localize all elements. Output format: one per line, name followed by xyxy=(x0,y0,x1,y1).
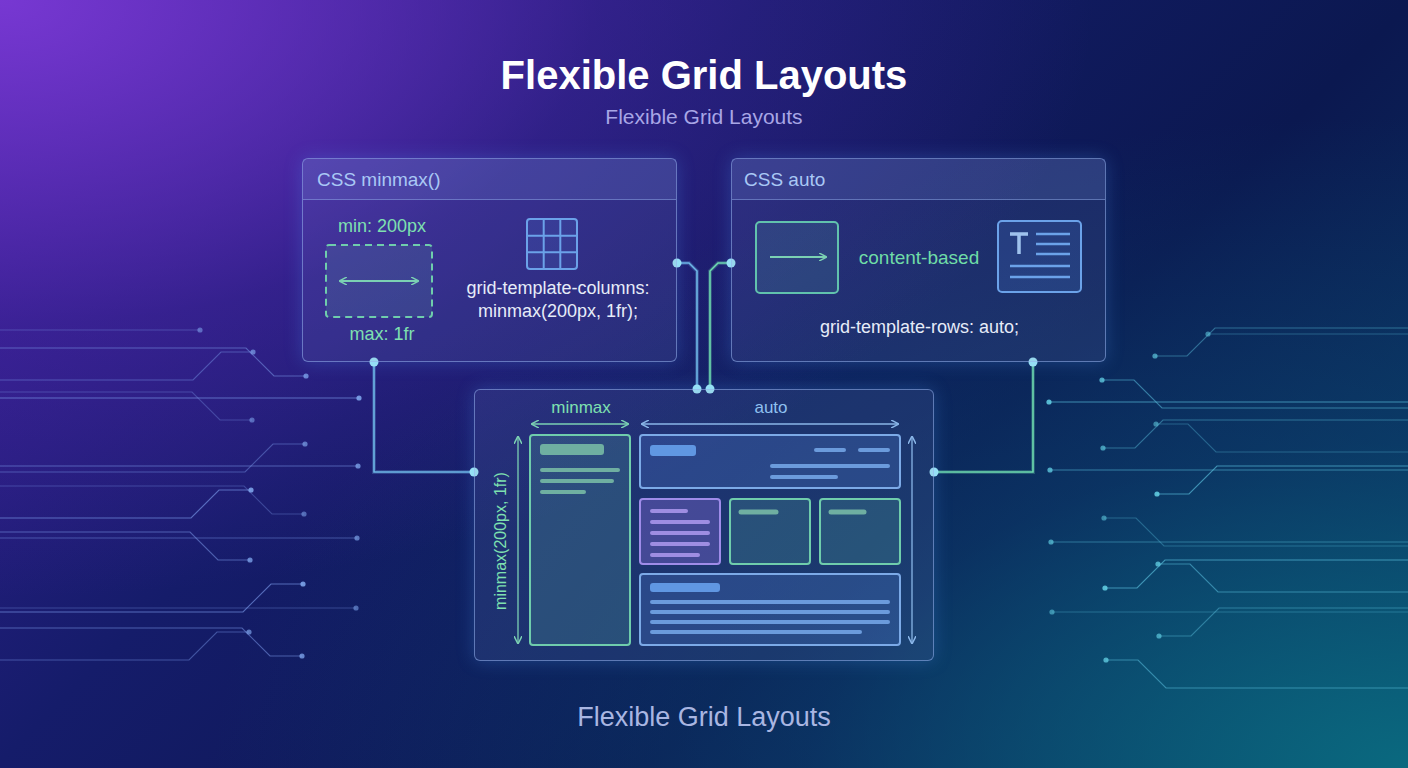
connector-line xyxy=(934,362,1033,472)
circuit-trace xyxy=(0,329,200,330)
layout-preview: minmax auto minmax(200px, 1fr) xyxy=(474,389,934,661)
circuit-trace xyxy=(0,392,252,420)
trace-dot xyxy=(354,535,359,540)
circuit-trace xyxy=(1156,424,1408,452)
code-snippet: grid-template-columns: minmax(200px, 1fr… xyxy=(445,277,671,322)
trace-dot xyxy=(1103,657,1108,662)
max-label: max: 1fr xyxy=(321,323,443,346)
trace-dot xyxy=(1049,609,1054,614)
circuit-trace xyxy=(1155,328,1408,356)
panel-heading: CSS minmax() xyxy=(317,168,657,192)
circuit-trace xyxy=(1049,401,1408,402)
connector-line xyxy=(677,263,697,389)
circuit-trace xyxy=(1105,560,1408,588)
dimension-label: minmax(200px, 1fr) xyxy=(491,441,511,641)
circuit-trace xyxy=(1208,333,1408,334)
circuit-trace xyxy=(0,532,250,560)
subtitle: Flexible Grid Layouts xyxy=(0,104,1408,130)
connector xyxy=(930,358,1038,477)
code-snippet: grid-template-rows: auto; xyxy=(747,316,1092,339)
dimension-label: auto xyxy=(711,397,831,418)
circuit-trace xyxy=(0,632,249,660)
circuit-trace xyxy=(1050,469,1408,470)
min-label: min: 200px xyxy=(321,215,443,238)
trace-dot xyxy=(299,653,304,658)
connector xyxy=(370,358,479,477)
circuit-trace xyxy=(0,352,253,380)
circuit-trace xyxy=(1052,611,1408,612)
connector-glow xyxy=(374,362,474,472)
trace-dot xyxy=(355,463,360,468)
circuit-trace xyxy=(1157,466,1408,494)
connector-glow xyxy=(934,362,1033,472)
trace-dot xyxy=(247,557,252,562)
trace-dot xyxy=(1100,445,1105,450)
circuit-trace xyxy=(0,348,306,376)
circuit-trace xyxy=(0,444,305,472)
trace-dot xyxy=(303,373,308,378)
circuit-trace xyxy=(1159,608,1408,636)
panel-heading: CSS auto xyxy=(744,168,1084,192)
circuit-trace xyxy=(0,628,302,656)
concept-panel: CSS auto content-based grid-template-rows:… xyxy=(731,158,1106,362)
trace-dot xyxy=(356,395,361,400)
trace-dot xyxy=(353,605,358,610)
circuit-trace xyxy=(1051,541,1408,542)
caption: Flexible Grid Layouts xyxy=(0,701,1408,735)
trace-dot xyxy=(1102,585,1107,590)
trace-dot xyxy=(1101,515,1106,520)
trace-dot xyxy=(1152,353,1157,358)
trace-dot xyxy=(1156,633,1161,638)
circuit-trace xyxy=(0,465,358,466)
trace-dot xyxy=(1099,377,1104,382)
circuit-trace xyxy=(0,486,304,514)
circuit-trace xyxy=(1106,660,1408,688)
circuit-trace xyxy=(0,607,356,608)
trace-dot xyxy=(1154,491,1159,496)
dimension-label: minmax xyxy=(531,397,631,418)
trace-dot xyxy=(300,581,305,586)
circuit-trace xyxy=(1102,380,1408,408)
circuit-trace xyxy=(1103,420,1408,448)
title: Flexible Grid Layouts xyxy=(0,50,1408,100)
trace-dot xyxy=(301,511,306,516)
trace-dot xyxy=(1046,399,1051,404)
connector-glow xyxy=(677,263,697,389)
trace-dot xyxy=(302,441,307,446)
circuit-trace xyxy=(0,397,359,398)
trace-dot xyxy=(1048,539,1053,544)
connector-line xyxy=(710,263,731,389)
trace-dot xyxy=(1047,467,1052,472)
circuit-trace xyxy=(0,490,251,518)
content-label: content-based xyxy=(844,246,994,270)
trace-dot xyxy=(197,327,202,332)
trace-dot xyxy=(249,417,254,422)
connector-line xyxy=(374,362,474,472)
concept-panel: CSS minmax() min: 200px max: 1frgrid-templ… xyxy=(302,158,677,362)
circuit-trace xyxy=(0,537,357,538)
circuit-trace xyxy=(1158,564,1408,592)
connector-glow xyxy=(710,263,731,389)
